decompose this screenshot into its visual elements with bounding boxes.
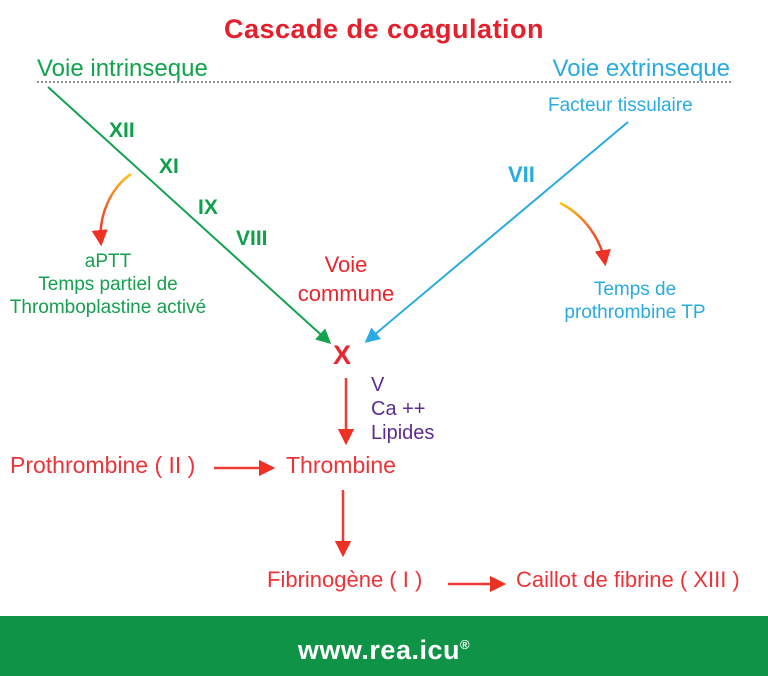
common-pathway-line1: Voie: [324, 252, 368, 277]
cofactors-block: V Ca ++ Lipides: [371, 373, 434, 445]
aptt-test-arrow: [91, 172, 132, 247]
thrombine-label: Thrombine: [286, 452, 396, 478]
factor-x-label: X: [333, 340, 352, 370]
cofactor-lipides-label: Lipides: [371, 422, 435, 444]
tp-test-arrow: [559, 201, 611, 267]
factor-xii-label: XII: [109, 119, 135, 142]
common-pathway-line2: commune: [297, 281, 395, 306]
tp-line1: Temps de: [593, 279, 677, 300]
aptt-line2: Temps partiel de: [38, 274, 178, 295]
factor-xi-label: XI: [159, 155, 179, 178]
aptt-line1: aPTT: [84, 251, 132, 272]
page-title: Cascade de coagulation: [223, 14, 545, 44]
registered-mark: ®: [459, 637, 471, 652]
intrinsic-pathway-label: Voie intrinseque: [37, 55, 208, 82]
common-pathway-label: Voie commune: [276, 250, 416, 308]
factor-vii-label: VII: [508, 162, 535, 187]
cofactor-v-label: V: [371, 374, 385, 396]
cofactor-ca-label: Ca ++: [371, 398, 426, 420]
footer-bar: www.rea.icu®: [0, 616, 768, 676]
factor-viii-label: VIII: [236, 227, 268, 250]
aptt-line3: Thromboplastine activé: [9, 297, 207, 318]
website-url: www.rea.icu: [297, 635, 460, 665]
website-link[interactable]: www.rea.icu®: [298, 635, 470, 665]
fibrinogene-label: Fibrinogène ( I ): [267, 567, 423, 592]
extrinsic-pathway-label: Voie extrinseque: [552, 55, 730, 82]
prothrombine-label: Prothrombine ( II ): [10, 452, 196, 478]
dotted-divider: [37, 81, 731, 83]
tp-line2: prothrombine TP: [564, 302, 706, 323]
tp-test-block: Temps de prothrombine TP: [550, 278, 720, 324]
tissue-factor-label: Facteur tissulaire: [548, 95, 693, 116]
aptt-test-block: aPTT Temps partiel de Thromboplastine ac…: [0, 250, 216, 319]
factor-ix-label: IX: [198, 196, 218, 219]
fibrin-clot-label: Caillot de fibrine ( XIII ): [516, 567, 740, 592]
